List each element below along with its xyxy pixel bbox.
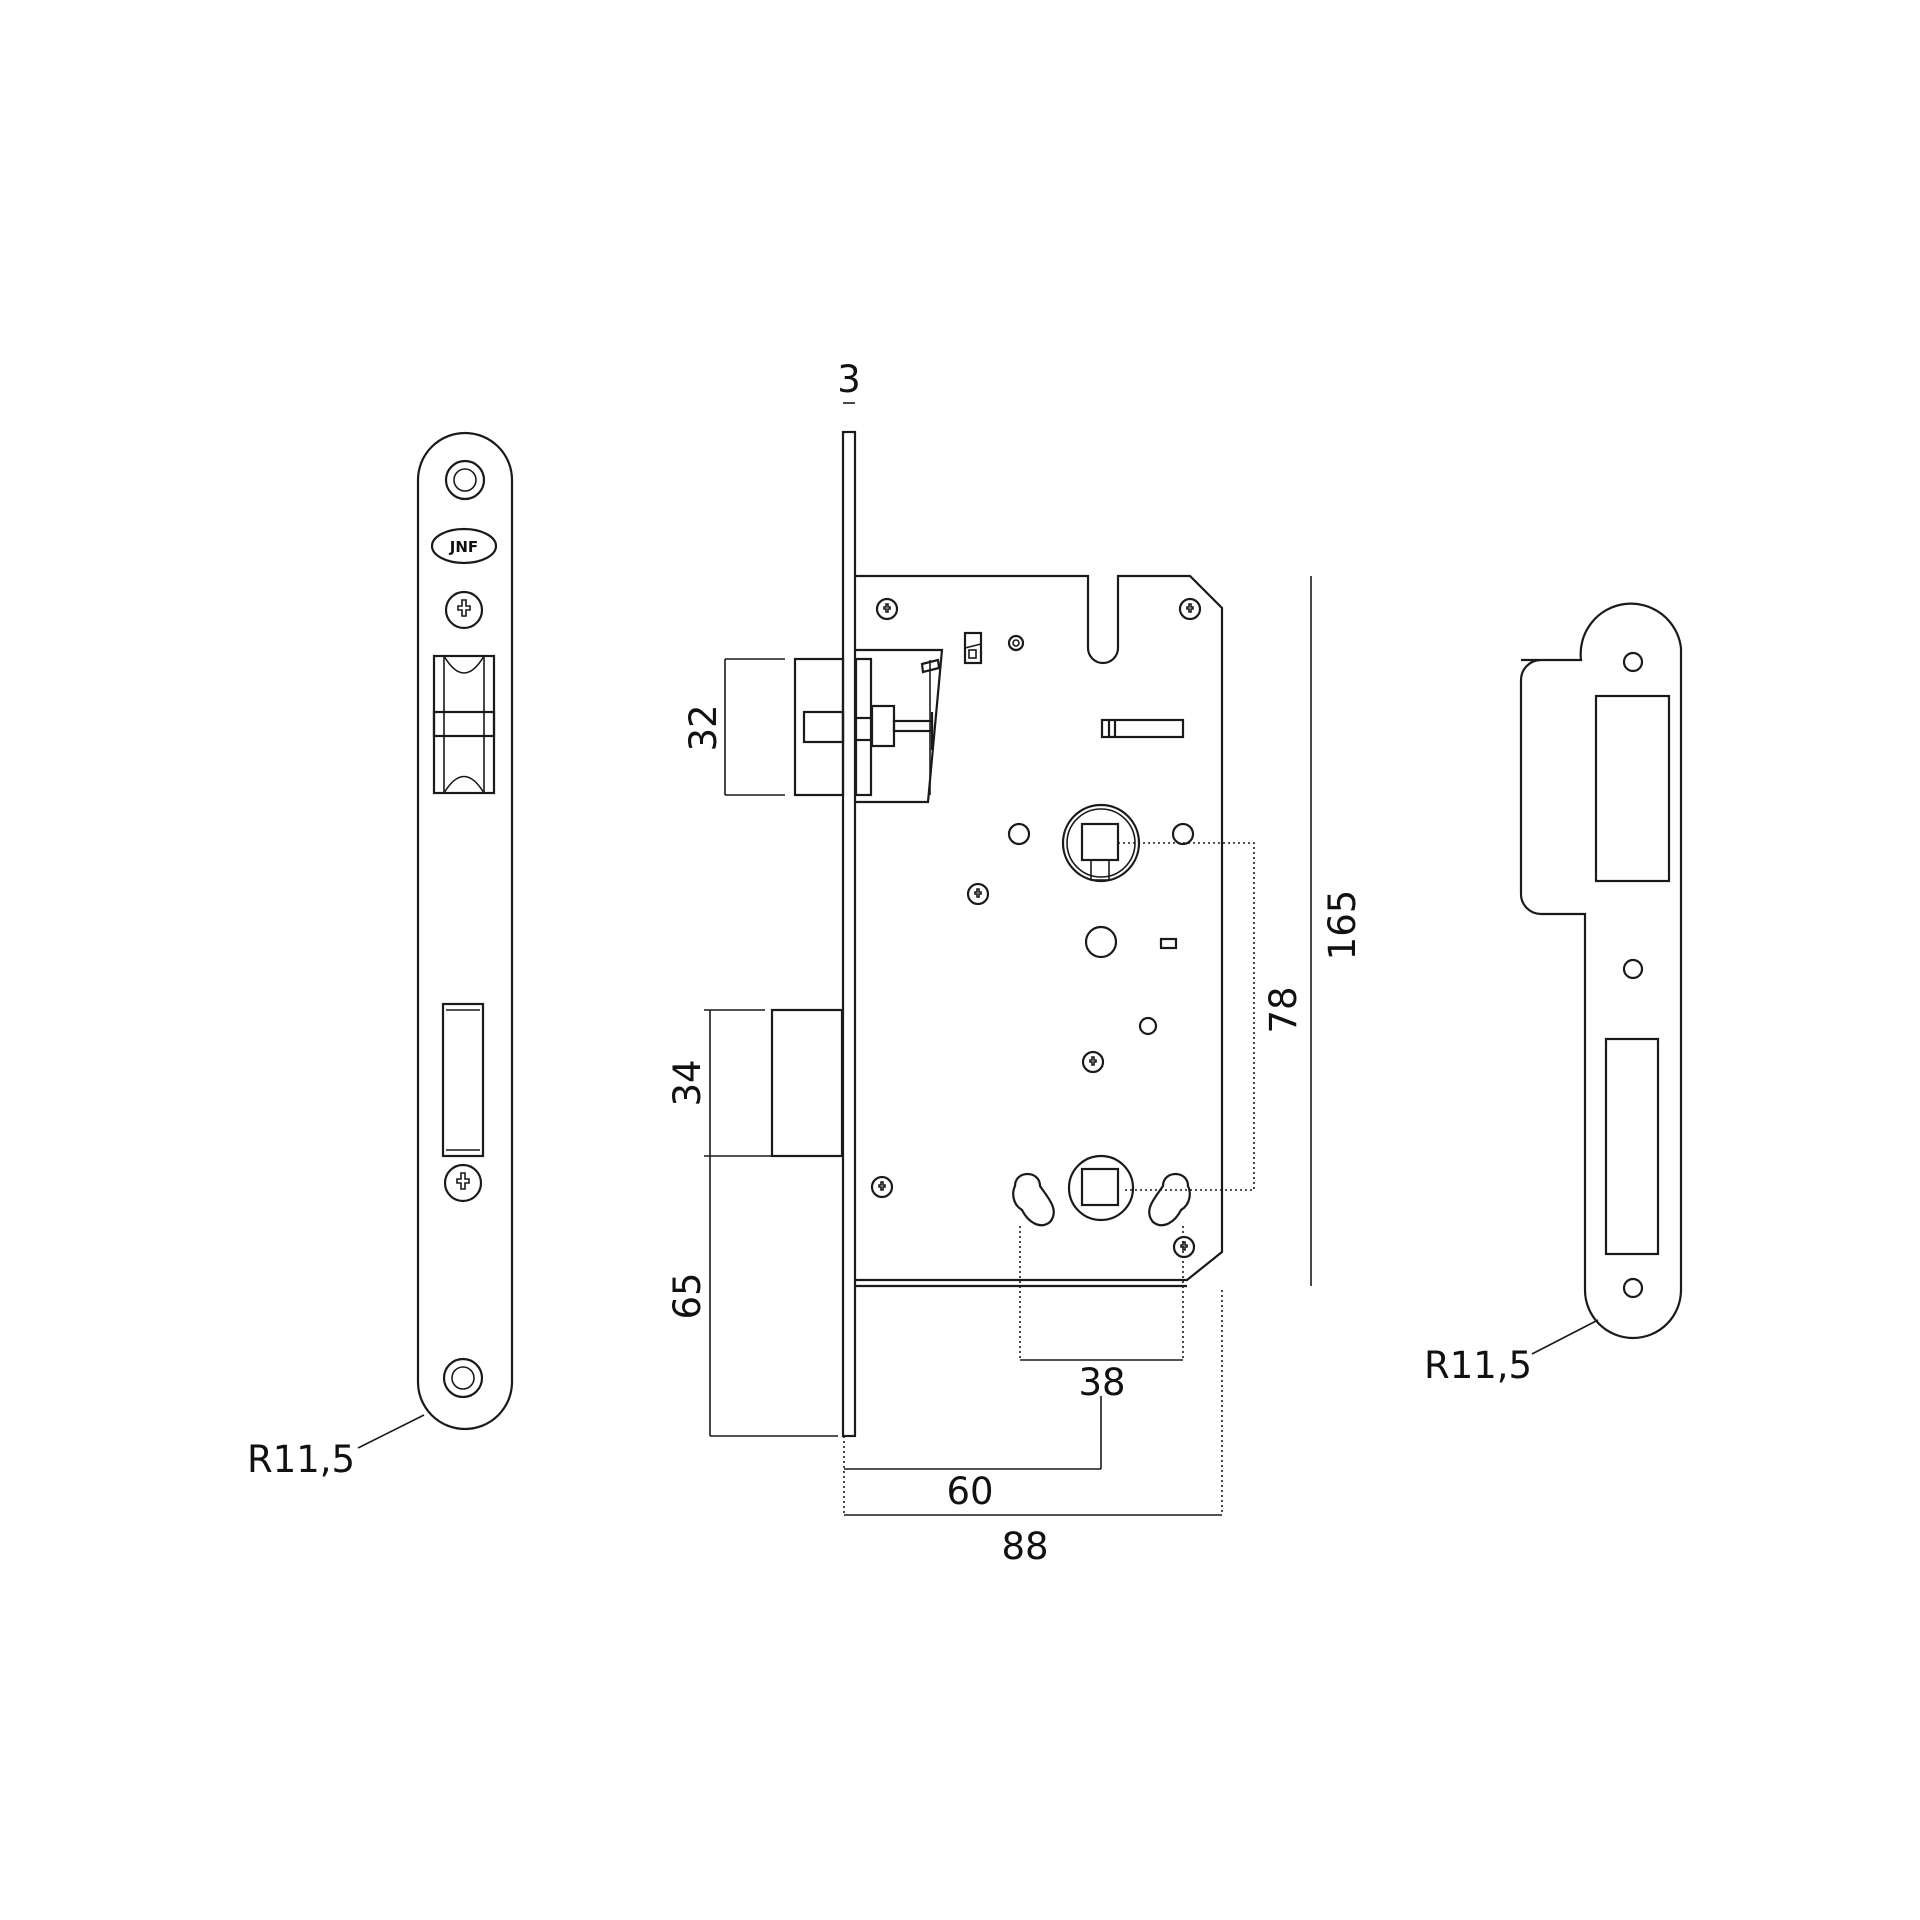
latch-bolt [770, 1008, 844, 1158]
top-fixing-hole [444, 459, 486, 501]
case-hole [1138, 1016, 1158, 1036]
strike-fixing-hole [1622, 958, 1644, 980]
strike-plate: R11,5 [1424, 602, 1683, 1387]
indicator-slot [1159, 937, 1178, 950]
screw-icon [1178, 597, 1202, 621]
dim-faceplate-thickness: 3 [837, 358, 861, 401]
bottom-fixing-hole [442, 1357, 484, 1399]
follower-spindle [1061, 803, 1141, 883]
deadbolt-mechanism [793, 648, 944, 804]
case-hole [1007, 822, 1031, 846]
screw-icon [966, 882, 990, 906]
strike-fixing-hole [1622, 651, 1644, 673]
deadbolt-strike-opening [1594, 694, 1671, 883]
pivot-pin [1007, 634, 1025, 652]
radius-leader [357, 1414, 425, 1449]
radius-label-right: R11,5 [1424, 1344, 1532, 1387]
dim-backset: 60 [946, 1470, 993, 1513]
deadbolt-opening [432, 654, 496, 795]
brand-logo-text: JNF [449, 538, 478, 556]
screw-icon [875, 597, 899, 621]
case-hole [1171, 822, 1195, 846]
radius-label-left: R11,5 [247, 1438, 355, 1481]
lock-case-side-view: 3 [666, 358, 1364, 1568]
dim-key-spacing: 38 [1078, 1361, 1125, 1404]
faceplate-edge [841, 430, 857, 1438]
dim-case-depth: 88 [1001, 1525, 1048, 1568]
screw-icon [1081, 1050, 1105, 1074]
slide-bar [1100, 718, 1185, 739]
dim-deadbolt-height: 32 [682, 704, 725, 751]
key-cylinder-area [1012, 1154, 1191, 1227]
screw-icon [870, 1175, 894, 1199]
case-hole [1084, 925, 1118, 959]
dim-latch-height: 34 [666, 1059, 709, 1106]
lock-case-body [856, 574, 1224, 1282]
brand-logo [430, 527, 498, 565]
latch-opening [441, 1002, 485, 1158]
left-faceplate-outline [416, 431, 514, 1431]
dim-case-height: 165 [1321, 890, 1364, 961]
screw-icon [444, 590, 484, 630]
screw-icon [1172, 1235, 1196, 1259]
spring-clip [963, 631, 983, 665]
latch-strike-opening [1604, 1037, 1660, 1256]
radius-leader [1531, 1319, 1599, 1355]
dim-follower-to-key: 78 [1262, 986, 1305, 1033]
screw-icon [443, 1163, 483, 1203]
strike-fixing-hole [1622, 1277, 1644, 1299]
dim-latch-to-bottom: 65 [666, 1272, 709, 1319]
left-faceplate: JNF R11,5 [247, 431, 514, 1481]
strike-plate-outline [1519, 602, 1683, 1340]
